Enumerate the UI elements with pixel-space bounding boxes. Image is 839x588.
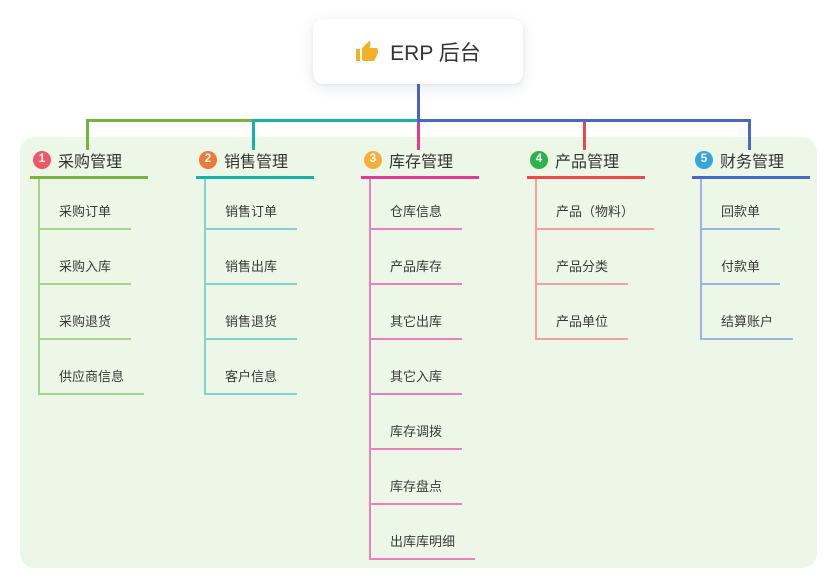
branch-number-badge: 2 [199,150,217,169]
child-node: 产品（物料） [537,179,655,230]
branches-panel [20,137,817,568]
branch-children: 产品（物料）产品分类产品单位 [535,179,655,340]
root-node: ERP 后台 [313,19,523,84]
branch-4-stub-line [583,121,586,150]
child-node: 其它入库 [371,340,463,395]
branch-label: 产品管理 [555,153,620,171]
child-node: 产品单位 [537,285,629,340]
child-node: 库存盘点 [371,450,463,505]
root-label: ERP 后台 [390,41,481,65]
child-node: 销售出库 [206,230,298,285]
child-node: 回款单 [702,179,781,230]
child-node: 采购订单 [40,179,132,230]
branch-number-badge: 4 [530,150,548,169]
child-node: 产品库存 [371,230,463,285]
branch-children: 回款单付款单结算账户 [700,179,810,340]
branch-header: 3 库存管理 [361,150,479,179]
branch-header: 2 销售管理 [196,150,314,179]
child-node: 结算账户 [702,285,794,340]
child-node: 销售退货 [206,285,298,340]
child-node: 客户信息 [206,340,298,395]
branch-number-badge: 3 [364,150,382,169]
branch-header: 1 采购管理 [30,150,148,179]
branch-number-badge: 1 [33,150,51,169]
branch-5: 5 财务管理回款单付款单结算账户 [692,150,810,340]
branch-children: 销售订单销售出库销售退货客户信息 [204,179,314,395]
branch-3-stub-line [417,121,420,150]
child-node: 采购退货 [40,285,132,340]
branch-number-badge: 5 [695,150,713,169]
root-stem-line [417,84,420,122]
branch-label: 财务管理 [720,153,785,171]
branch-4: 4 产品管理产品（物料）产品分类产品单位 [527,150,655,340]
thumbs-up-icon [355,40,379,64]
branch-header: 5 财务管理 [692,150,810,179]
branch-3: 3 库存管理仓库信息产品库存其它出库其它入库库存调拨库存盘点出库库明细 [361,150,479,560]
child-node: 采购入库 [40,230,132,285]
branch-1-stub-line [86,119,89,150]
trunk-mid-teal-line [252,119,419,122]
branch-2: 2 销售管理销售订单销售出库销售退货客户信息 [196,150,314,395]
child-node: 销售订单 [206,179,298,230]
trunk-left-green-line [86,119,254,122]
branch-label: 销售管理 [224,153,289,171]
branch-header: 4 产品管理 [527,150,645,179]
branch-label: 库存管理 [389,153,454,171]
branch-children: 仓库信息产品库存其它出库其它入库库存调拨库存盘点出库库明细 [369,179,479,560]
branch-5-stub-line [748,119,751,150]
child-node: 出库库明细 [371,505,476,560]
trunk-right-blue-line [417,119,751,122]
child-node: 其它出库 [371,285,463,340]
branch-label: 采购管理 [58,153,123,171]
child-node: 产品分类 [537,230,629,285]
branch-1: 1 采购管理采购订单采购入库采购退货供应商信息 [30,150,148,395]
branch-children: 采购订单采购入库采购退货供应商信息 [38,179,148,395]
branch-2-stub-line [252,119,255,150]
child-node: 库存调拨 [371,395,463,450]
child-node: 仓库信息 [371,179,463,230]
child-node: 供应商信息 [40,340,145,395]
child-node: 付款单 [702,230,781,285]
